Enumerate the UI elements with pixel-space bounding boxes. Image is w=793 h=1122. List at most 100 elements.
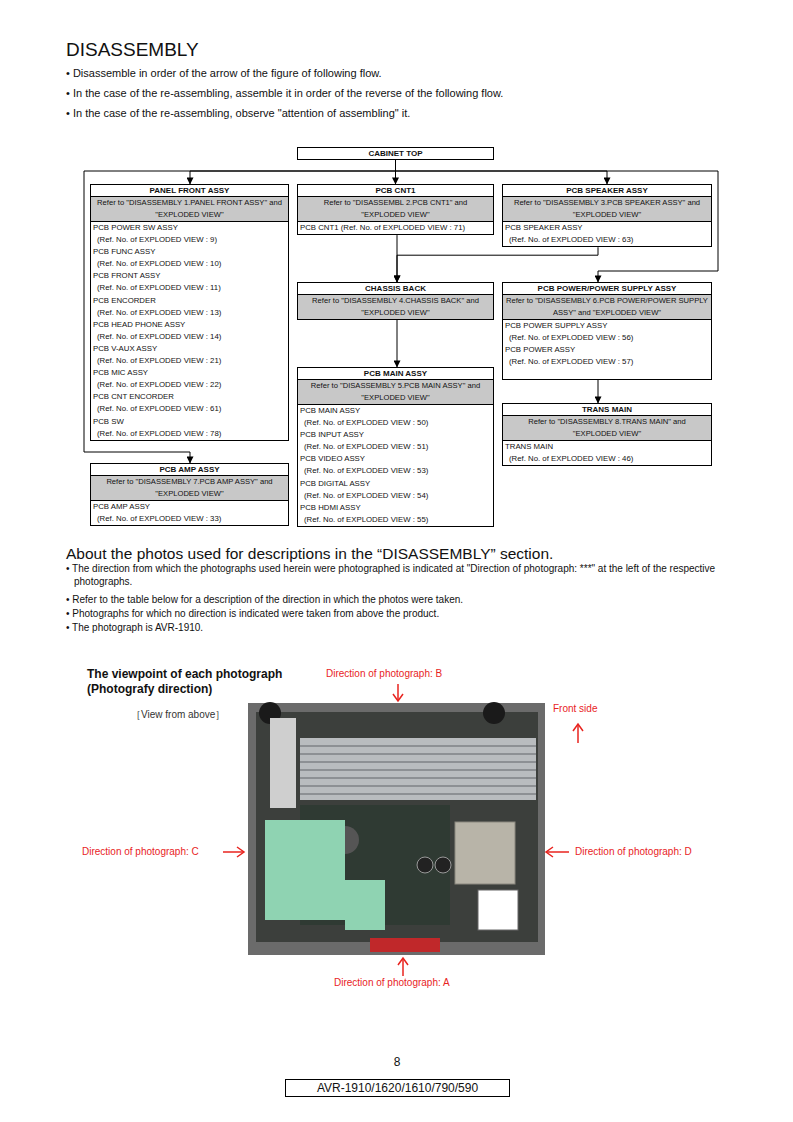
part-name: (Ref. No. of EXPLODED VIEW : 21) — [91, 355, 288, 367]
box-heading: CABINET TOP — [298, 148, 493, 159]
part-name: PCB POWER SUPPLY ASSY — [503, 320, 711, 332]
page-title: DISASSEMBLY — [66, 38, 199, 62]
reference-note: Refer to "DISASSEMBL 2.PCB CNT1" and "EX… — [298, 197, 493, 222]
reference-note: Refer to "DISASSEMBLY 6.PCB POWER/POWER … — [503, 295, 711, 320]
direction-label: Direction of photograph: C — [82, 846, 232, 859]
note-text: The viewpoint of each photograph (Photog… — [87, 667, 319, 697]
part-name: (Ref. No. of EXPLODED VIEW : 78) — [91, 428, 288, 440]
part-name: (Ref. No. of EXPLODED VIEW : 11) — [91, 282, 288, 294]
flow-arrow — [598, 380, 599, 403]
note-text: • Photographs for which no direction is … — [66, 608, 756, 621]
part-name: PCB INPUT ASSY — [298, 429, 493, 441]
part-name: PCB MAIN ASSY — [298, 405, 493, 417]
green-board — [265, 820, 345, 920]
part-name: (Ref. No. of EXPLODED VIEW : 54) — [298, 490, 493, 502]
process-box: PANEL FRONT ASSYRefer to "DISASSEMBLY 1.… — [90, 184, 289, 441]
photo-frame — [248, 703, 545, 955]
part-name: PCB SPEAKER ASSY — [503, 222, 711, 234]
box-heading: PCB POWER/POWER SUPPLY ASSY — [503, 283, 711, 295]
part-name: (Ref. No. of EXPLODED VIEW : 53) — [298, 465, 493, 477]
process-box: CABINET TOP — [297, 147, 494, 160]
note-text: • The photograph is AVR-1910. — [66, 622, 756, 635]
part-name: PCB AMP ASSY — [91, 501, 288, 513]
part-name: (Ref. No. of EXPLODED VIEW : 57) — [503, 356, 711, 368]
part-name: (Ref. No. of EXPLODED VIEW : 14) — [91, 331, 288, 343]
part-name: PCB VIDEO ASSY — [298, 453, 493, 465]
box-heading: PANEL FRONT ASSY — [91, 185, 288, 197]
reference-note: Refer to "DISASSEMBLY 7.PCB AMP ASSY" an… — [91, 476, 288, 501]
reference-note: Refer to "DISASSEMBLY 3.PCB SPEAKER ASSY… — [503, 197, 711, 222]
box-heading: PCB CNT1 — [298, 185, 493, 197]
part-name: PCB FRONT ASSY — [91, 270, 288, 282]
reference-note: Refer to "DISASSEMBLY 5.PCB MAIN ASSY" a… — [298, 380, 493, 405]
part-name: PCB DIGITAL ASSY — [298, 478, 493, 490]
part-name: PCB SW — [91, 416, 288, 428]
process-box: PCB POWER/POWER SUPPLY ASSYRefer to "DIS… — [502, 282, 712, 380]
chassis-floor — [256, 712, 538, 942]
box-heading: PCB SPEAKER ASSY — [503, 185, 711, 197]
direction-arrows — [223, 684, 583, 976]
flow-arrow — [397, 320, 398, 367]
reference-note: Refer to "DISASSEMBLY 8.TRANS MAIN" and … — [503, 416, 711, 441]
note-text: • The direction from which the photograp… — [66, 563, 756, 588]
note-text: • Refer to the table below for a descrip… — [66, 594, 756, 607]
process-box: CHASSIS BACKRefer to "DISASSEMBLY 4.CHAS… — [297, 282, 494, 320]
process-box: PCB MAIN ASSYRefer to "DISASSEMBLY 5.PCB… — [297, 367, 494, 527]
note-text: ［View from above］ — [131, 709, 251, 722]
part-name: (Ref. No. of EXPLODED VIEW : 50) — [298, 417, 493, 429]
process-box: PCB SPEAKER ASSYRefer to "DISASSEMBLY 3.… — [502, 184, 712, 247]
part-name: PCB CNT1 (Ref. No. of EXPLODED VIEW : 71… — [298, 222, 493, 234]
power-board — [478, 890, 518, 930]
model-number: AVR-1910/1620/1610/790/590 — [286, 1080, 509, 1096]
capacitor — [435, 857, 451, 873]
reference-note: Refer to "DISASSEMBLY 1.PANEL FRONT ASSY… — [91, 197, 288, 222]
part-name: (Ref. No. of EXPLODED VIEW : 22) — [91, 379, 288, 391]
part-name: (Ref. No. of EXPLODED VIEW : 33) — [91, 513, 288, 525]
ribbon-cable — [270, 718, 296, 808]
part-name: PCB HDMI ASSY — [298, 502, 493, 514]
model-number-box: AVR-1910/1620/1610/790/590 — [285, 1079, 510, 1097]
part-name: (Ref. No. of EXPLODED VIEW : 55) — [298, 514, 493, 526]
box-heading: PCB AMP ASSY — [91, 464, 288, 476]
box-heading: TRANS MAIN — [503, 404, 711, 416]
knob — [483, 702, 505, 724]
part-name: (Ref. No. of EXPLODED VIEW : 46) — [503, 453, 711, 465]
process-box: PCB AMP ASSYRefer to "DISASSEMBLY 7.PCB … — [90, 463, 289, 526]
heatsink-fins — [300, 746, 536, 794]
process-box: PCB CNT1Refer to "DISASSEMBL 2.PCB CNT1"… — [297, 184, 494, 235]
part-name: PCB ENCORDER — [91, 295, 288, 307]
reference-note: Refer to "DISASSEMBLY 4.CHASSIS BACK" an… — [298, 295, 493, 319]
part-name: (Ref. No. of EXPLODED VIEW : 61) — [91, 403, 288, 415]
part-name: PCB CNT ENCORDER — [91, 391, 288, 403]
transformer — [455, 822, 515, 884]
direction-label: Direction of photograph: A — [334, 977, 494, 990]
box-heading: PCB MAIN ASSY — [298, 368, 493, 380]
note-text: • In the case of the re-assembling, obse… — [66, 107, 766, 121]
note-text: • In the case of the re-assembling, asse… — [66, 87, 766, 101]
part-name: PCB HEAD PHONE ASSY — [91, 319, 288, 331]
part-name: (Ref. No. of EXPLODED VIEW : 10) — [91, 258, 288, 270]
part-name: PCB POWER SW ASSY — [91, 222, 288, 234]
part-name: TRANS MAIN — [503, 441, 711, 453]
part-name: (Ref. No. of EXPLODED VIEW : 9) — [91, 234, 288, 246]
green-board — [345, 880, 385, 930]
part-name: PCB V-AUX ASSY — [91, 343, 288, 355]
part-name: PCB POWER ASSY — [503, 344, 711, 356]
part-name: (Ref. No. of EXPLODED VIEW : 13) — [91, 307, 288, 319]
part-name: (Ref. No. of EXPLODED VIEW : 63) — [503, 234, 711, 246]
process-box: TRANS MAINRefer to "DISASSEMBLY 8.TRANS … — [502, 403, 712, 466]
section-heading: About the photos used for descriptions i… — [66, 544, 766, 563]
speaker-terminals — [370, 938, 440, 952]
part-name: (Ref. No. of EXPLODED VIEW : 56) — [503, 332, 711, 344]
box-heading: CHASSIS BACK — [298, 283, 493, 295]
part-name: PCB MIC ASSY — [91, 367, 288, 379]
heatsink — [300, 738, 536, 800]
direction-label: Front side — [553, 703, 633, 716]
page-number: 8 — [380, 1055, 414, 1070]
part-name: (Ref. No. of EXPLODED VIEW : 51) — [298, 441, 493, 453]
flow-arrow — [190, 160, 396, 184]
flow-arrow — [396, 160, 608, 184]
note-text: • Disassemble in order of the arrow of t… — [66, 67, 766, 81]
direction-label: Direction of photograph: B — [326, 668, 486, 681]
capacitor — [417, 857, 433, 873]
